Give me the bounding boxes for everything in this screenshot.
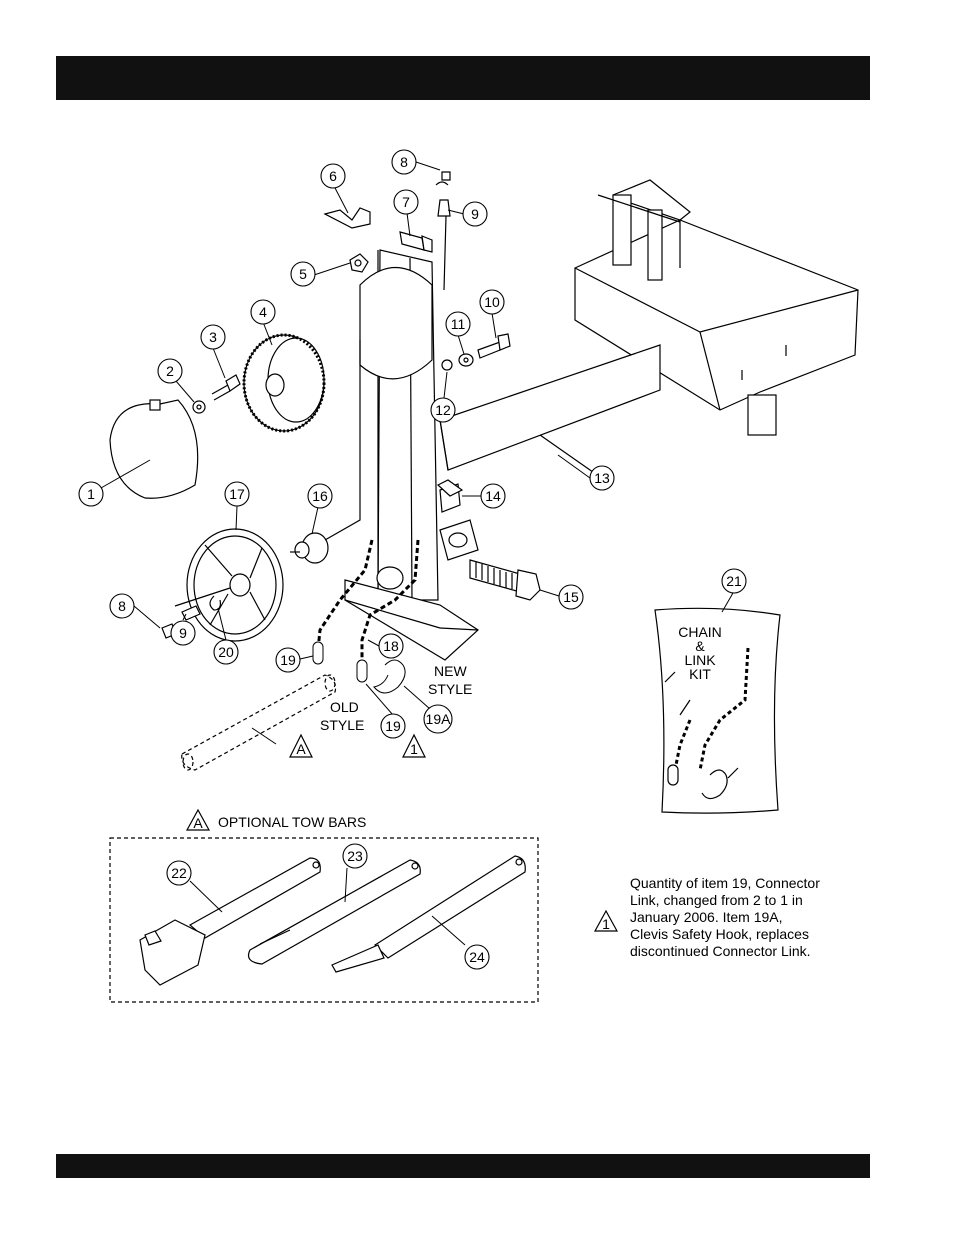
callout-3: 3 — [209, 329, 217, 345]
callout-10: 10 — [484, 294, 500, 310]
callout-24: 24 — [469, 949, 485, 965]
tow-bars-title: OPTIONAL TOW BARS — [218, 814, 366, 830]
revision-note: Quantity of item 19, Connector Link, cha… — [630, 875, 860, 960]
note-line-1: Quantity of item 19, Connector — [630, 875, 860, 892]
callout-13: 13 — [594, 470, 610, 486]
kit-label-4: KIT — [689, 666, 711, 682]
callout-22: 22 — [171, 865, 187, 881]
callout-8-top: 8 — [400, 154, 408, 170]
callout-18: 18 — [383, 638, 399, 654]
note-line-3: January 2006. Item 19A, — [630, 909, 860, 926]
gear-plate — [244, 335, 324, 431]
callout-17: 17 — [229, 486, 245, 502]
note-line-5: discontinued Connector Link. — [630, 943, 860, 960]
rev-flag-letter: 1 — [410, 741, 418, 757]
callout-16: 16 — [312, 488, 328, 504]
callout-19-old: 19 — [385, 718, 401, 734]
optional-tow-bar — [182, 675, 336, 770]
callout-14: 14 — [485, 488, 501, 504]
bolt-15 — [470, 560, 540, 600]
new-style-label-2: STYLE — [428, 681, 472, 697]
new-style-label-1: NEW — [434, 663, 467, 679]
callout-7: 7 — [402, 194, 410, 210]
note-line-2: Link, changed from 2 to 1 in — [630, 892, 860, 909]
callout-1: 1 — [87, 486, 95, 502]
gear-cover — [110, 400, 198, 498]
callout-19A: 19A — [426, 711, 452, 727]
callout-11: 11 — [451, 316, 466, 332]
tow-flag-letter: A — [193, 815, 203, 831]
callout-19-left: 19 — [280, 652, 296, 668]
tow-bar-22 — [140, 858, 320, 985]
note-flag-letter: 1 — [602, 916, 610, 932]
callout-5: 5 — [299, 266, 307, 282]
tow-bar-24 — [332, 856, 525, 972]
callout-2: 2 — [166, 363, 174, 379]
bar-flag-letter: A — [296, 741, 306, 757]
callout-9-left: 9 — [179, 625, 187, 641]
tongue-tube — [440, 345, 660, 477]
callout-23: 23 — [347, 848, 363, 864]
callout-15: 15 — [563, 589, 579, 605]
callout-21: 21 — [726, 573, 742, 589]
callout-6: 6 — [329, 168, 337, 184]
note-line-4: Clevis Safety Hook, replaces — [630, 926, 860, 943]
old-style-label-1: OLD — [330, 699, 359, 715]
callout-20: 20 — [218, 644, 234, 660]
callout-12: 12 — [435, 402, 451, 418]
old-style-label-2: STYLE — [320, 717, 364, 733]
callout-9-top: 9 — [471, 206, 479, 222]
callout-4: 4 — [259, 304, 267, 320]
callout-8-left: 8 — [118, 598, 126, 614]
